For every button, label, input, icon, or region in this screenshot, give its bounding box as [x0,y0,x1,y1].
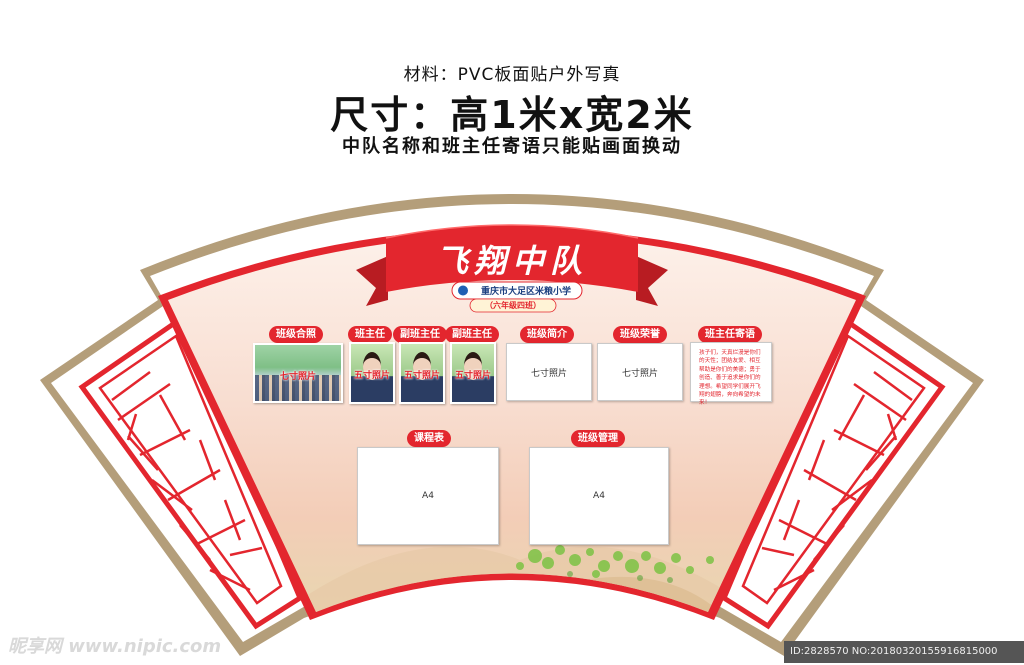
label-schedule: 课程表 [407,430,451,447]
class-group-photo: 七寸照片 [253,343,343,403]
honors-caption: 七寸照片 [621,368,658,379]
label-intro: 班级简介 [520,326,574,343]
management-frame: A4 [529,447,669,545]
intro-frame: 七寸照片 [506,343,592,401]
vice-teacher-2-caption: 五寸照片 [454,371,491,382]
squad-title: 飞翔中队 [435,242,588,280]
label-head-teacher: 班主任 [348,326,392,343]
label-vice-teacher-2: 副班主任 [445,326,499,343]
teacher-message-box: 孩子们，天真烂漫是你们的天性；团结友爱、相互帮助是你们的美德；勇于创造、善于追求… [690,342,772,406]
watermark-id: ID:2828570 NO:20180320155916815000 [784,641,1024,663]
teacher-message-text: 孩子们，天真烂漫是你们的天性；团结友爱、相互帮助是你们的美德；勇于创造、善于追求… [699,350,761,407]
label-vice-teacher-1: 副班主任 [393,326,447,343]
schedule-frame: A4 [357,447,499,545]
school-name: 重庆市大足区米粮小学 [480,287,571,297]
class-photo-caption: 七寸照片 [279,371,316,382]
title-ribbon [356,224,668,306]
watermark-left: 昵享网 www.nipic.com [8,636,222,657]
label-message: 班主任寄语 [698,326,762,343]
vice-teacher-1-photo: 五寸照片 [399,342,445,404]
intro-caption: 七寸照片 [530,368,567,379]
vice-teacher-1-caption: 五寸照片 [403,371,440,382]
head-teacher-photo: 五寸照片 [349,342,395,404]
school-logo-icon [458,285,468,296]
honors-frame: 七寸照片 [597,343,683,401]
note-text: 中队名称和班主任寄语只能贴画面换动 [342,136,682,157]
label-class-photo: 班级合照 [269,326,323,343]
management-caption: A4 [593,491,605,501]
label-honors: 班级荣誉 [613,326,667,343]
label-management: 班级管理 [571,430,625,447]
head-teacher-caption: 五寸照片 [353,371,390,382]
left-lattice [78,314,304,630]
material-text: 材料：PVC板面贴户外写真 [403,65,621,85]
schedule-caption: A4 [422,491,434,501]
class-name: （六年级四班） [485,301,541,310]
size-text: 尺寸：高1米x宽2米 [330,93,694,137]
vice-teacher-2-photo: 五寸照片 [450,342,496,404]
